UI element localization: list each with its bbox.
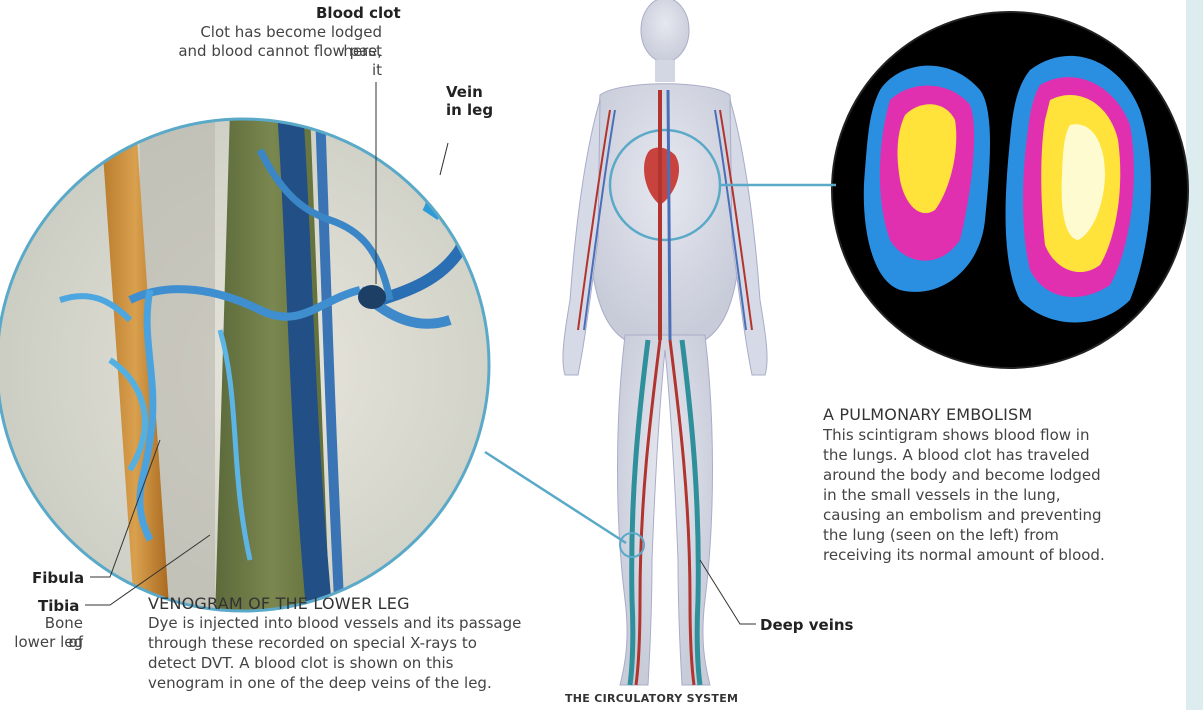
venogram-line-3: detect DVT. A blood clot is shown on thi… [148,653,453,673]
tibia-label: Tibia [38,597,79,615]
embolism-line-4: in the small vessels in the lung, [823,485,1061,505]
circulatory-caption: THE CIRCULATORY SYSTEM [565,692,738,705]
deep-veins-label: Deep veins [760,616,853,634]
venogram-line-4: venogram in one of the deep veins of the… [148,673,492,693]
venogram-connector [485,452,626,543]
vein-label-2: in leg [446,101,493,119]
vein-label-1: Vein [446,83,483,101]
vein-leader [440,143,448,175]
venogram-title: VENOGRAM OF THE LOWER LEG [148,594,410,614]
fibula-label: Fibula [32,569,84,587]
embolism-line-6: the lung (seen on the left) from [823,525,1059,545]
blood-clot-desc-2: and blood cannot flow past it [166,42,382,80]
embolism-line-5: causing an embolism and preventing [823,505,1102,525]
embolism-line-7: receiving its normal amount of blood. [823,545,1105,565]
embolism-line-3: around the body and become lodged [823,465,1101,485]
circulatory-figure [563,0,767,685]
venogram-line-2: through these recorded on special X-rays… [148,633,477,653]
tibia-sub-2: lower leg [8,633,83,652]
embolism-line-2: the lungs. A blood clot has traveled [823,445,1090,465]
venogram-image [0,110,500,630]
blood-clot-title: Blood clot [316,4,401,22]
embolism-line-1: This scintigram shows blood flow in [823,425,1089,445]
embolism-title: A PULMONARY EMBOLISM [823,405,1032,425]
venogram-line-1: Dye is injected into blood vessels and i… [148,613,521,633]
